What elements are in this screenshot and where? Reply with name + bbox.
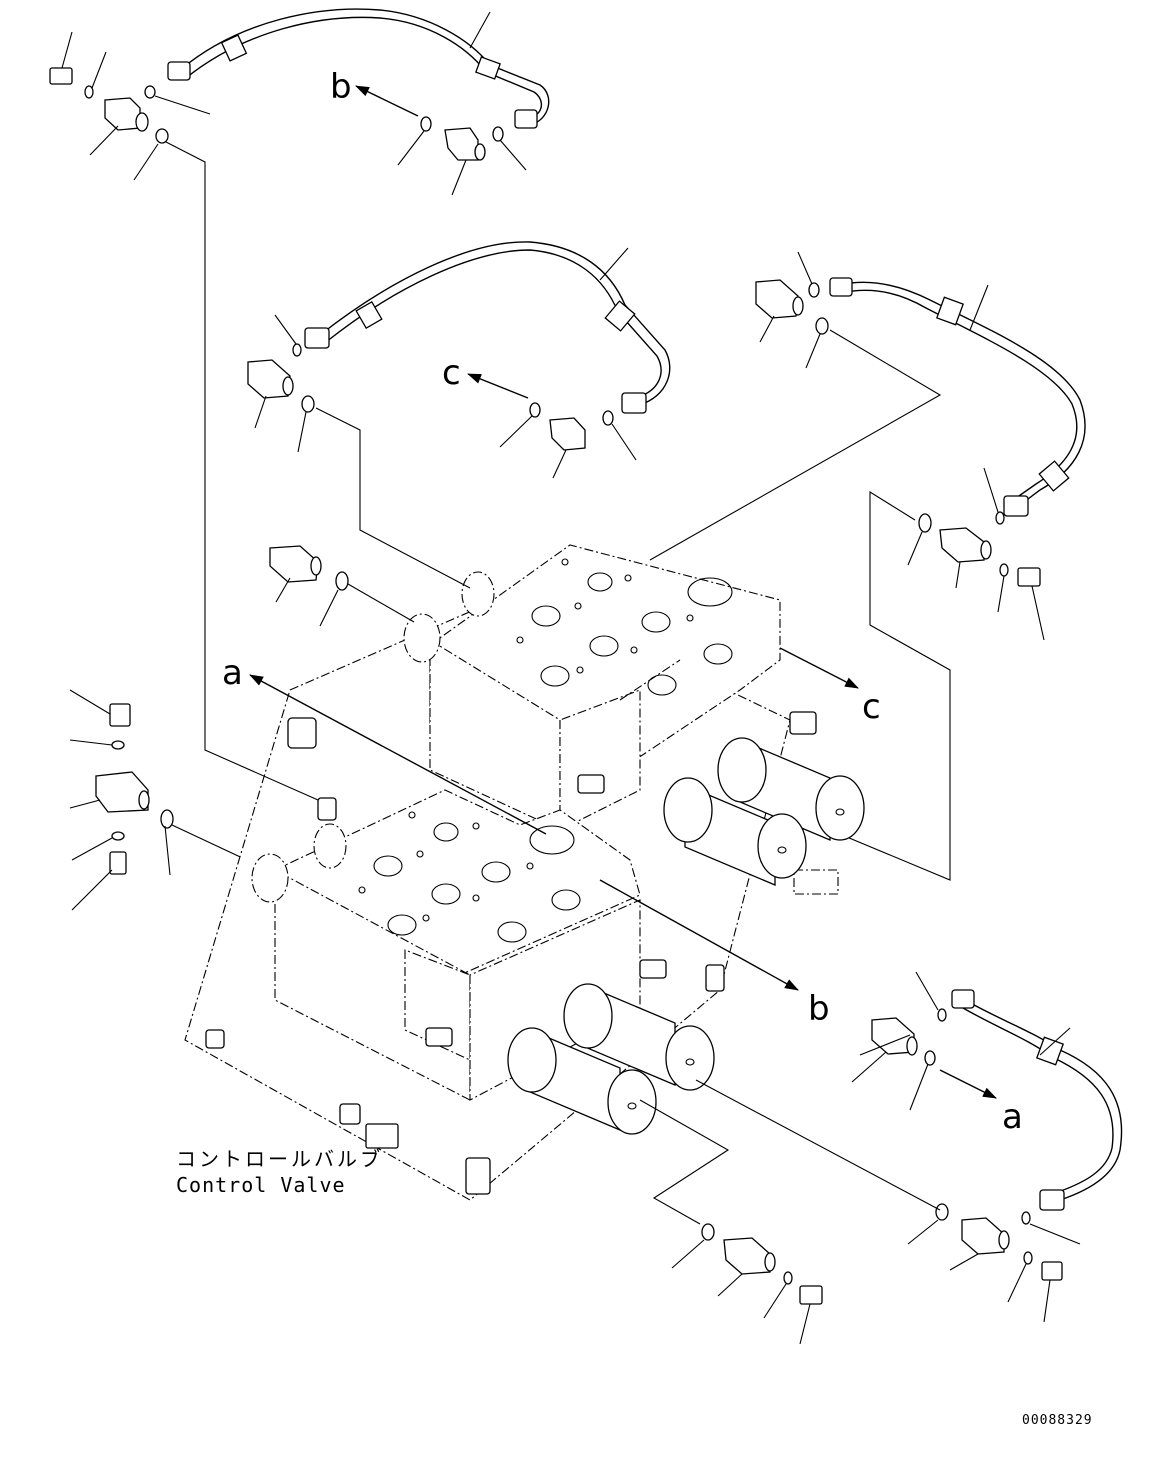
label-c-top: c bbox=[442, 353, 461, 393]
routing-lines bbox=[165, 141, 941, 1211]
port-holes bbox=[358, 558, 733, 943]
label-b-right: b bbox=[808, 989, 830, 1029]
label-c-right: c bbox=[862, 687, 881, 727]
arrow-a-right bbox=[939, 1069, 997, 1099]
arrow-c-top bbox=[467, 373, 529, 399]
middle-hose-assembly bbox=[247, 241, 671, 479]
direction-arrows bbox=[249, 85, 997, 1099]
label-a-left: a bbox=[222, 653, 243, 693]
left-fitting-stack bbox=[69, 689, 269, 911]
label-b-top: b bbox=[330, 67, 352, 107]
right-top-hose-assembly bbox=[649, 251, 1086, 881]
arrow-a-left bbox=[249, 674, 547, 835]
arrow-c-right bbox=[779, 647, 859, 689]
control-valve-body bbox=[184, 544, 865, 1201]
bottom-right-hose-assembly bbox=[851, 971, 1123, 1323]
caption-english: Control Valve bbox=[176, 1173, 346, 1197]
caption-japanese: コントロールバルブ bbox=[176, 1147, 383, 1171]
label-a-right: a bbox=[1002, 1097, 1023, 1137]
figure-code: 00088329 bbox=[1022, 1413, 1093, 1428]
arrow-b-top bbox=[355, 85, 419, 117]
mid-left-fitting bbox=[269, 545, 415, 627]
bottom-center-fitting bbox=[639, 1099, 823, 1345]
solenoid-cylinders bbox=[507, 737, 865, 1135]
top-hose-assembly bbox=[49, 8, 550, 196]
arrow-b-right bbox=[599, 879, 799, 991]
